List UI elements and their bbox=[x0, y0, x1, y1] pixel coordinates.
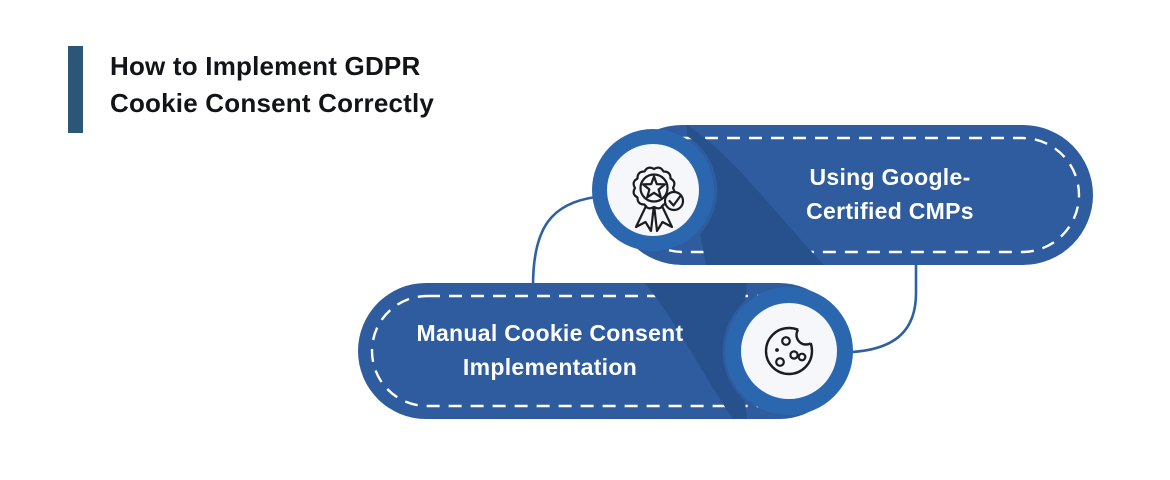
cookie-icon bbox=[764, 325, 816, 376]
node-manual-cookie-consent-implementation bbox=[358, 283, 853, 419]
node1-label: Using Google- Certified CMPs bbox=[700, 160, 1080, 228]
node1-label-line2: Certified CMPs bbox=[806, 198, 974, 224]
node2-label-line2: Implementation bbox=[462, 354, 638, 380]
node1-label-line1: Using Google- bbox=[809, 164, 971, 190]
node2-shade-swoosh bbox=[645, 283, 747, 419]
page-title: How to Implement GDPR Cookie Consent Cor… bbox=[110, 46, 434, 133]
node2-icon-circle bbox=[741, 303, 837, 399]
node2-label: Manual Cookie Consent Implementation bbox=[380, 316, 720, 384]
connector-top-to-bottom-left bbox=[531, 195, 597, 287]
certified-badge-icon bbox=[632, 166, 685, 233]
page-title-line1: How to Implement GDPR bbox=[110, 51, 421, 81]
node-using-google-certified-cmps bbox=[592, 125, 1093, 265]
node2-dashed-border bbox=[370, 294, 833, 408]
page-title-line2: Cookie Consent Correctly bbox=[110, 88, 435, 118]
connector-top-to-bottom-right bbox=[851, 263, 918, 354]
node1-icon-circle bbox=[607, 144, 699, 236]
title-accent-bar bbox=[68, 46, 83, 133]
node1-shade-swoosh bbox=[687, 125, 824, 265]
title-block: How to Implement GDPR Cookie Consent Cor… bbox=[68, 46, 434, 133]
node2-label-line1: Manual Cookie Consent bbox=[416, 320, 684, 346]
